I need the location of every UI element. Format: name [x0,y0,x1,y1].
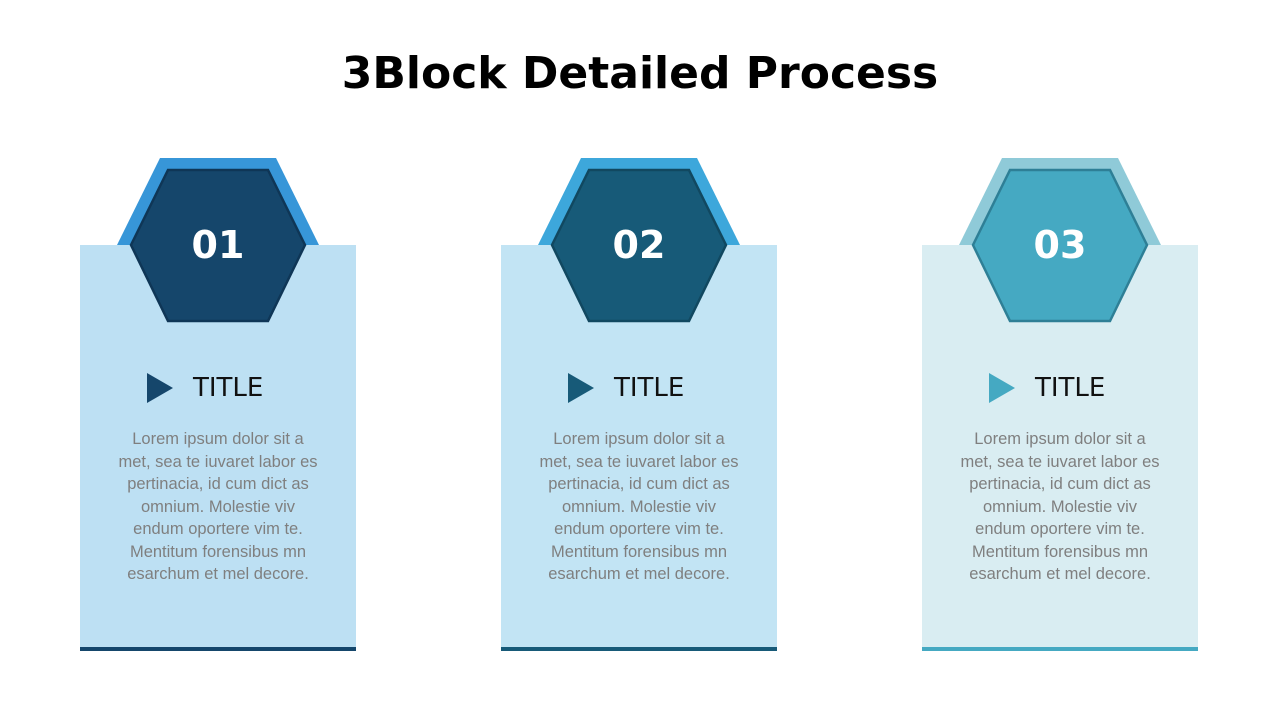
block-bottom-bar [80,647,356,651]
title-row: TITLE [989,372,1105,404]
block-frame [501,158,777,651]
process-block-2: 02 TITLE Lorem ipsum dolor sit a met, se… [500,150,800,660]
step-number: 01 [191,223,245,267]
step-number: 02 [612,223,666,267]
play-triangle-icon [147,373,173,403]
block-title: TITLE [1035,373,1106,403]
page-title: 3Block Detailed Process [341,48,939,99]
block-body-text: Lorem ipsum dolor sit a met, sea te iuva… [960,430,1160,583]
number-hexagon [129,168,307,323]
number-hexagon [550,168,728,323]
process-block-3: 03 TITLE Lorem ipsum dolor sit a met, se… [921,150,1221,660]
process-block-1: 01 TITLE Lorem ipsum dolor sit a met, se… [79,150,379,660]
title-row: TITLE [147,372,263,404]
play-triangle-icon [989,373,1015,403]
number-hexagon [971,168,1149,323]
block-title: TITLE [614,373,685,403]
block-body-text: Lorem ipsum dolor sit a met, sea te iuva… [118,430,318,583]
block-title: TITLE [193,373,264,403]
block-frame [922,158,1198,651]
block-frame [80,158,356,651]
block-body-text: Lorem ipsum dolor sit a met, sea te iuva… [539,430,739,583]
block-bottom-bar [922,647,1198,651]
block-bottom-bar [501,647,777,651]
play-triangle-icon [568,373,594,403]
step-number: 03 [1033,223,1087,267]
title-row: TITLE [568,372,684,404]
